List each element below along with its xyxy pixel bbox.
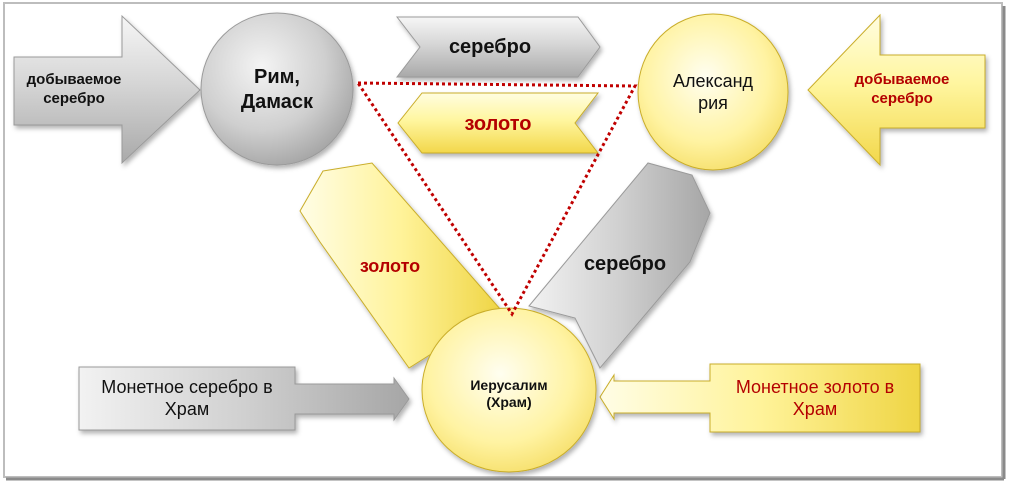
gold-top-chevron <box>397 92 600 154</box>
mined-silver-right-arrow <box>807 13 986 167</box>
silver-top-label: серебро <box>448 35 532 58</box>
coin-gold-arrow <box>599 363 921 433</box>
rome-label: Рим, Дамаск <box>240 66 314 113</box>
gold-top-label: золото <box>464 112 532 135</box>
node-rome <box>200 12 354 166</box>
mined-silver-right-label: добываемое серебро <box>854 71 950 107</box>
silver-top-chevron <box>395 16 601 78</box>
mined-silver-left-arrow <box>13 14 201 165</box>
mined-silver-left-label: добываемое серебро <box>26 71 122 107</box>
alexandria-label: Александ рия <box>672 70 754 114</box>
gold-diagonal-label: золото <box>359 255 421 276</box>
coin-gold-label: Монетное золото в Храм <box>735 376 895 420</box>
silver-diagonal-arrow <box>528 162 711 369</box>
coin-silver-label: Монетное серебро в Храм <box>101 376 273 420</box>
jerusalem-label: Иерусалим (Храм) <box>470 376 548 411</box>
coin-silver-arrow <box>78 366 410 431</box>
node-alexandria <box>637 13 789 171</box>
gold-diagonal-arrow <box>299 162 502 369</box>
dotted-triangle <box>355 81 638 317</box>
silver-diagonal-label: серебро <box>583 252 667 275</box>
